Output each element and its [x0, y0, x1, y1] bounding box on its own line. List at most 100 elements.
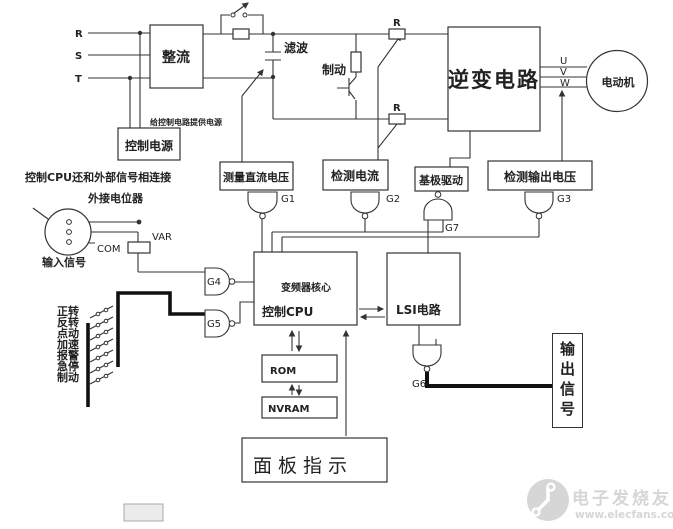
detect-output-voltage-label: 检测输出电压: [504, 169, 576, 184]
nvram-box: [261, 396, 338, 419]
switch-contact[interactable]: [89, 316, 114, 330]
gate-g3-bubble: [535, 212, 543, 220]
base-drive-label: 基极驱动: [418, 173, 463, 187]
wire-dc-minus-bus: [203, 77, 448, 120]
watermark-url: www.elecfans.com: [575, 509, 673, 521]
var-block: [127, 241, 151, 254]
switch-label-fwd: 正转: [57, 304, 79, 318]
inverter-core-label: 变频器核心: [281, 281, 331, 294]
output-signal-box: 输出信号: [552, 333, 583, 428]
bypass-switch-blade: [232, 2, 249, 15]
gate-g1-bubble: [259, 212, 266, 220]
switch-label-jog: 点动: [57, 326, 79, 340]
rom-box: [261, 354, 338, 383]
g7-label: G7: [445, 223, 459, 234]
rom-label: ROM: [270, 366, 296, 377]
input-signal-label: 输入信号: [42, 255, 86, 269]
lsi-box: [386, 252, 461, 326]
sense-arrow-top: [377, 34, 402, 68]
panel-indicator-box: [241, 437, 388, 483]
measure-dc-voltage-label: 测量直流电压: [223, 170, 289, 184]
watermark: 电子发烧友 www.elecfans.com: [527, 479, 673, 521]
junction-dots: [127, 30, 276, 225]
control-cpu-box: [253, 251, 358, 326]
pot-terminal-3: [66, 239, 72, 245]
switch-contact[interactable]: [89, 360, 114, 374]
wire-bypass: [220, 14, 264, 34]
motor-circle: [585, 49, 649, 113]
brake-label: 制动: [322, 62, 346, 77]
switch-label-brake: 制动: [57, 370, 79, 384]
gate-g2: [350, 191, 380, 214]
measure-dc-voltage-box: [219, 161, 294, 191]
gate-g6: [412, 344, 442, 367]
power-bus-wires: [88, 2, 587, 167]
detect-output-voltage-box: [487, 160, 593, 191]
sense-resistor-top: [388, 28, 406, 40]
dc-measure-arrow: [241, 69, 264, 97]
switch-contact[interactable]: [89, 371, 114, 385]
phase-r-label: R: [75, 29, 83, 40]
wire-g6-output-signal: [425, 372, 552, 388]
gate-g4-bubble: [228, 278, 236, 285]
logic-gates: [204, 191, 554, 373]
control-cpu-label: 控制CPU: [262, 304, 313, 319]
gate-g6-bubble: [423, 365, 431, 373]
switch-contact[interactable]: [89, 327, 114, 341]
gate-g5-bubble: [228, 320, 236, 327]
terminal-u-label: U: [560, 56, 567, 67]
terminal-v-label: V: [560, 67, 567, 78]
nvram-label: NVRAM: [268, 404, 310, 415]
pot-note: 外接电位器: [87, 191, 144, 205]
switch-contact[interactable]: [89, 338, 114, 352]
lsi-label: LSI电路: [396, 302, 442, 317]
wire-bus-b: [281, 236, 539, 252]
panel-indicator-label: 面板指示: [253, 455, 353, 477]
g2-label: G2: [386, 194, 400, 205]
base-drive-box: [414, 166, 469, 192]
brake-resistor: [350, 51, 362, 73]
filter-capacitor: [265, 34, 281, 77]
g1-label: G1: [281, 194, 295, 205]
sense-resistor-bottom: [388, 113, 406, 125]
switch-contact[interactable]: [89, 349, 114, 363]
phase-s-label: S: [75, 51, 82, 62]
switch-bank[interactable]: [89, 305, 114, 385]
terminal-w-label: W: [560, 78, 570, 89]
rectifier-label: 整流: [161, 49, 190, 66]
com-label: COM: [97, 244, 120, 255]
switch-contact[interactable]: [89, 305, 114, 319]
switch-label-rev: 反转: [57, 315, 79, 329]
brake-transistor-branch: [337, 34, 357, 119]
gate-g7: [423, 198, 453, 221]
wire-bus-a: [271, 220, 444, 252]
detect-current-label: 检测电流: [331, 168, 379, 183]
gate-g7-bubble: [434, 191, 442, 198]
g4-label: G4: [207, 277, 221, 288]
legend-placeholder-box: [123, 503, 164, 522]
filter-label: 滤波: [284, 40, 309, 55]
power-note: 给控制电路提供电源: [150, 117, 222, 127]
wire-g5-cpu: [235, 301, 254, 324]
cpu-external-note: 控制CPU还和外部信号相连接: [25, 170, 171, 184]
wire-inverter-basedrive: [449, 131, 471, 167]
wire-lsi-g6: [418, 325, 437, 345]
control-power-label: 控制电源: [125, 138, 173, 153]
switch-label-alarm: 报警: [57, 348, 79, 362]
watermark-brand: 电子发烧友: [572, 488, 672, 509]
phase-t-label: T: [75, 74, 82, 85]
gate-g2-bubble: [361, 212, 369, 220]
motor-label: 电动机: [602, 75, 635, 89]
g3-label: G3: [557, 194, 571, 205]
bypass-contact-1: [230, 12, 236, 18]
wire-pot-inputs: [72, 221, 205, 273]
switchbank-common-line: [116, 291, 205, 367]
wire-uvw: [540, 66, 587, 88]
switch-label-estop: 急停: [57, 359, 79, 373]
rectifier-box: [149, 24, 204, 89]
gate-g3: [524, 191, 554, 214]
inverter-box: [447, 26, 541, 132]
control-power-box: [117, 127, 181, 161]
switch-label-accel: 加速: [56, 337, 79, 351]
